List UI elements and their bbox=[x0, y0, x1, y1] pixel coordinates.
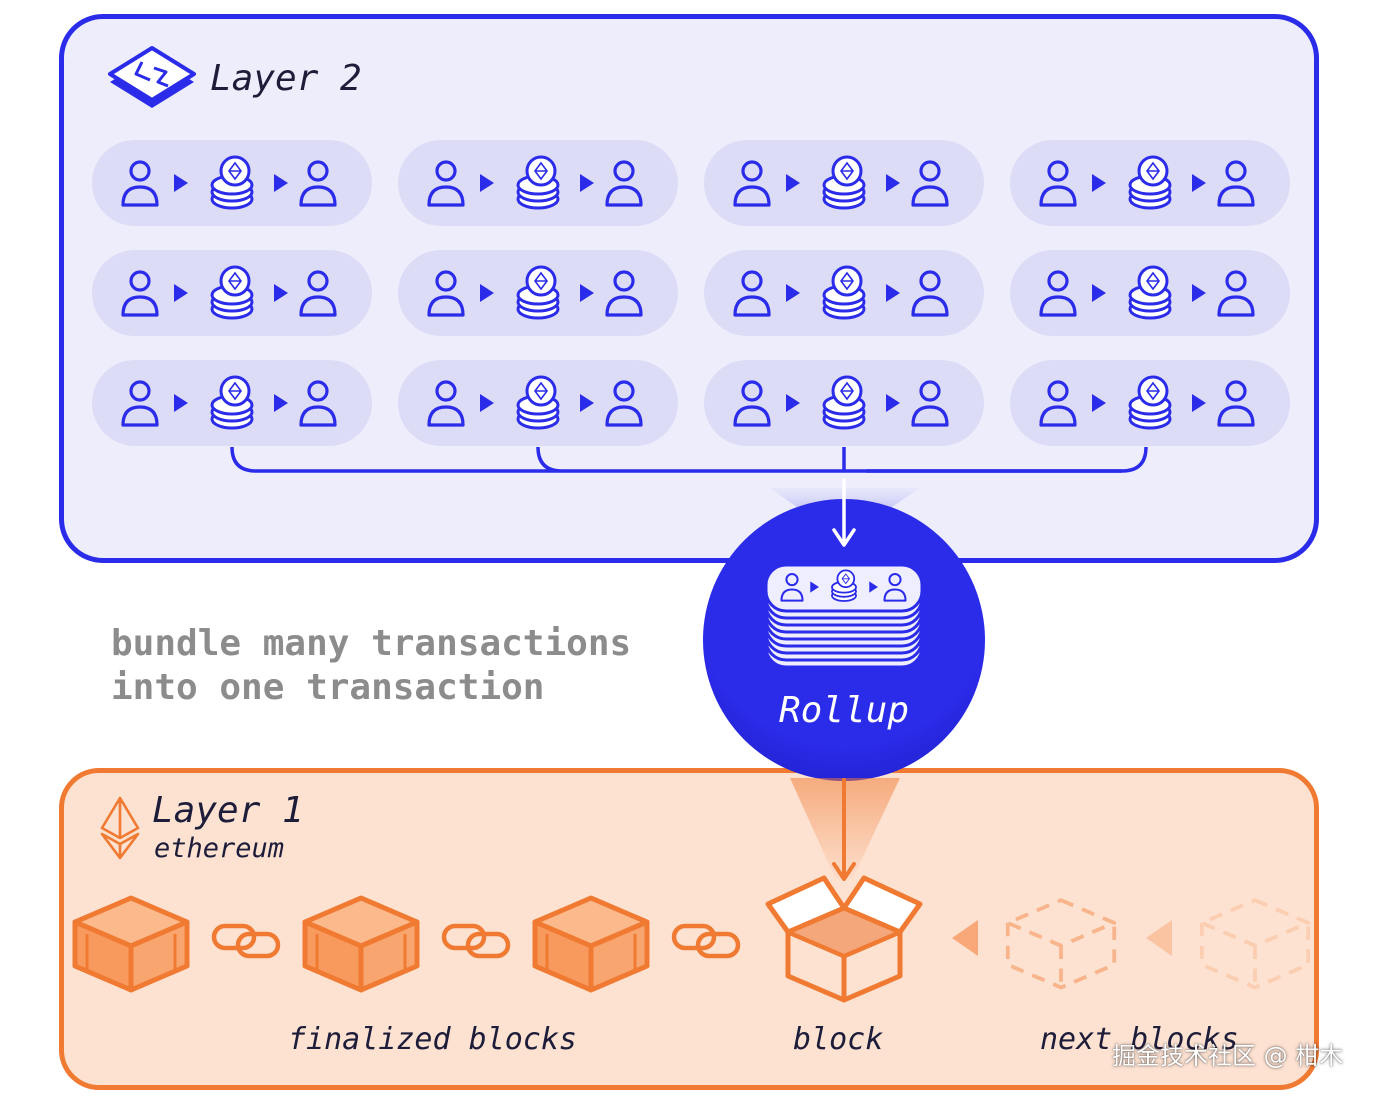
bundle-connector bbox=[230, 446, 1148, 473]
bundle-description: bundle many transactions into one transa… bbox=[111, 622, 631, 710]
finalized-block bbox=[535, 898, 647, 990]
watermark: 掘金技术社区 @ 柑木 bbox=[1112, 1042, 1344, 1070]
transaction-pill bbox=[398, 250, 678, 336]
finalized-block bbox=[305, 898, 417, 990]
transaction-pill bbox=[92, 360, 372, 446]
chain-link-icon bbox=[214, 926, 278, 956]
transaction-grid bbox=[92, 140, 1290, 446]
description-line-2: into one transaction bbox=[111, 667, 545, 708]
finalized-blocks-label: finalized blocks bbox=[288, 1022, 577, 1057]
chain-link-icon bbox=[674, 926, 738, 956]
layer1-panel bbox=[59, 768, 1319, 1090]
layer1-title: Layer 1 bbox=[152, 790, 304, 831]
back-arrow-icon bbox=[1146, 920, 1172, 956]
next-block bbox=[1199, 898, 1311, 990]
layer1-subtitle: ethereum bbox=[154, 833, 285, 864]
transaction-pill bbox=[704, 140, 984, 226]
transaction-pill bbox=[704, 250, 984, 336]
block-label: block bbox=[793, 1022, 884, 1057]
chain-link-icon bbox=[444, 926, 508, 956]
next-blocks-label: next blocks bbox=[1040, 1022, 1239, 1057]
rollup-label: Rollup bbox=[778, 690, 910, 731]
transaction-pill bbox=[1010, 360, 1290, 446]
finalized-block bbox=[75, 898, 187, 990]
back-arrow-icon bbox=[952, 920, 978, 956]
block-arrow-icon bbox=[832, 778, 856, 881]
transaction-pill bbox=[398, 140, 678, 226]
next-block bbox=[1005, 898, 1117, 990]
transaction-pill bbox=[704, 360, 984, 446]
open-block bbox=[765, 875, 923, 1003]
transaction-pill bbox=[92, 140, 372, 226]
rollup-arrow-icon bbox=[832, 478, 856, 547]
layer2-logo-icon bbox=[108, 46, 196, 108]
rollup-stack-icon bbox=[764, 563, 924, 669]
transaction-pill bbox=[1010, 140, 1290, 226]
layer2-title: Layer 2 bbox=[210, 58, 362, 99]
ethereum-logo-icon bbox=[100, 796, 140, 860]
transaction-pill bbox=[1010, 250, 1290, 336]
transaction-pill bbox=[398, 360, 678, 446]
description-line-1: bundle many transactions bbox=[111, 623, 632, 664]
transaction-pill bbox=[92, 250, 372, 336]
